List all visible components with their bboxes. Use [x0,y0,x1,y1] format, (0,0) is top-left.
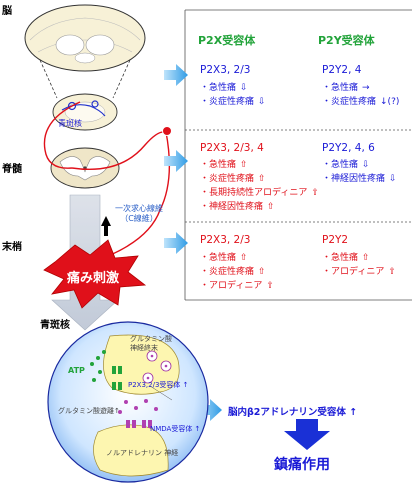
peripheral-p2x-item-3: ・アロディニア⇧ [200,281,274,291]
up-arrow [101,216,111,236]
brain-p2x-item-2: ・炎症性疼痛⇩ [200,97,266,107]
spinal-p2y-item-2: ・神経因性疼痛⇩ [322,174,397,184]
analgesia-label: 鎮痛作用 [274,457,330,473]
peripheral-p2x-title: P2X3, 2/3 [200,234,251,246]
spinal-p2x-item-4: ・神経因性疼痛⇧ [200,202,275,212]
pain-burst [43,239,147,309]
peripheral-p2x-item-2: ・炎症性疼痛⇧ [200,267,266,277]
pain-stimulus-label: 痛み刺激 [67,271,120,286]
header-p2y: P2Y受容体 [318,34,375,47]
brain-p2y-item-2: ・炎症性疼痛↓(?) [322,97,400,107]
header-p2x: P2X受容体 [198,34,256,47]
arrow-analgesia [284,419,330,450]
peripheral-p2x-item-1: ・急性痛⇧ [200,253,248,263]
drg-ganglion [162,126,172,136]
region-label-spinal: 脊髄 [2,164,22,175]
region-label-lc: 青斑核 [40,320,70,331]
brain-p2y-item-1: ・急性痛→ [322,83,370,93]
peripheral-p2y-item-1: ・急性痛⇧ [322,253,370,263]
brain-p2x-item-1: ・急性痛⇩ [200,83,248,93]
spinal-p2y-item-1: ・急性痛⇩ [322,160,370,170]
synapse-glutamate-label: グルタミン酸 [130,335,172,343]
brain-lc-label: 青斑核 [58,119,82,128]
row-arrows [164,64,222,421]
synapse-terminal-label: 神経終末 [130,344,158,352]
arrow-brain [164,64,188,86]
spinal-p2x-item-3: ・長期持続性アロディニア⇧ [200,188,319,198]
synapse-na-label: ノルアドレナリン 神経 [106,449,179,457]
spinal-cord-section [50,147,120,189]
spinal-p2x-item-1: ・急性痛⇧ [200,160,248,170]
fiber-label-line1: 一次求心線維 [115,204,163,213]
brainstem-section [52,93,118,131]
fiber-label: 一次求心線維 （C線維） [115,204,163,224]
brain-p2y-title: P2Y2, 4 [322,64,362,76]
beta2-result-label: 脳内β2アドレナリン受容体 ↑ [228,407,358,418]
peripheral-p2y-title: P2Y2 [322,234,349,246]
brain-section [24,4,146,99]
arrow-peripheral [164,232,188,254]
synapse-p2x-label: P2X3,2/3受容体 ↑ [128,381,189,389]
spinal-p2x-item-2: ・炎症性疼痛⇧ [200,174,266,184]
brain-p2x-title: P2X3, 2/3 [200,64,251,76]
peripheral-p2y-item-2: ・アロディニア⇧ [322,267,396,277]
fiber-label-line2: （C線維） [120,214,158,223]
lc-magnified-circle [47,321,209,483]
spinal-p2x-title: P2X3, 2/3, 4 [200,142,264,154]
spinal-p2y-title: P2Y2, 4, 6 [322,142,375,154]
table-frame [184,9,412,301]
arrow-spinal [164,150,188,172]
arrow-result [196,399,222,421]
region-label-brain: 脳 [2,6,12,17]
synapse-nmda-label: NMDA受容体 ↑ [150,425,201,433]
synapse-glu-release-label: グルタミン酸遊離↑ [58,407,120,415]
region-label-peripheral: 末梢 [2,242,22,253]
synapse-atp-label: ATP [68,366,85,375]
